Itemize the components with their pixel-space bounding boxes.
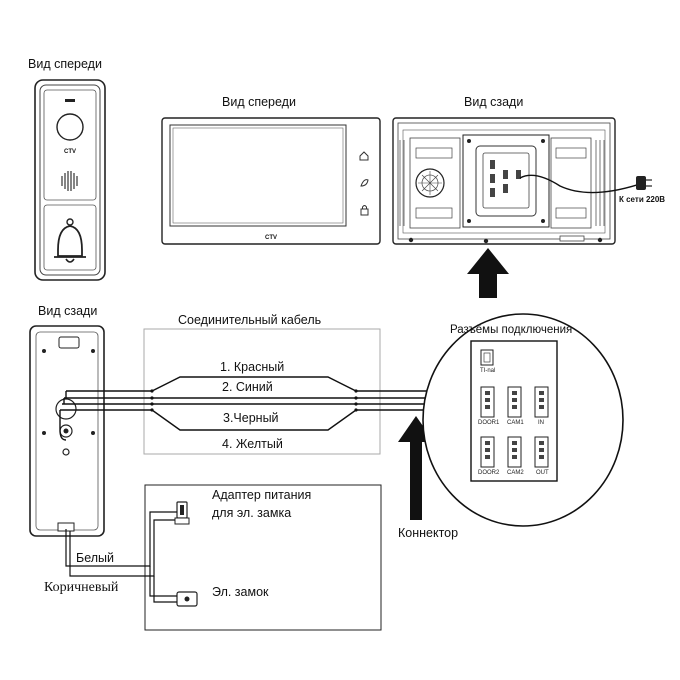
wire-label-1: 1. Красный xyxy=(218,360,287,374)
house-icon[interactable] xyxy=(359,151,369,161)
speaker-grille-icon xyxy=(61,171,78,191)
door-panel-rear xyxy=(29,325,105,537)
white-wire-label: Белый xyxy=(76,551,115,565)
brown-wire-label: Коричневый xyxy=(44,580,119,595)
wire-label-3: 3.Черный xyxy=(221,411,281,425)
arrow-up-icon xyxy=(467,248,509,298)
adapter-label-line2: для эл. замка xyxy=(212,506,292,520)
port-tamper-label: TI-nal xyxy=(480,368,496,374)
lock-icon[interactable] xyxy=(360,205,369,216)
port-cam2-label: CAM2 xyxy=(507,470,524,476)
port-cam1-label: CAM1 xyxy=(507,420,524,426)
monitor-rear xyxy=(392,117,652,245)
cable-wires xyxy=(59,376,460,441)
panel-rear-label: Вид сзади xyxy=(38,304,98,318)
connector-label: Коннектор xyxy=(398,526,459,540)
bell-icon[interactable] xyxy=(54,218,86,263)
cable-title: Соединительный кабель xyxy=(178,313,322,327)
mains-label: К сети 220В xyxy=(619,195,666,204)
adapter-label-line1: Адаптер питания xyxy=(212,488,312,502)
wire-label-4: 4. Желтый xyxy=(220,437,285,451)
lock-label: Эл. замок xyxy=(212,585,269,599)
door-panel-front: CTV xyxy=(34,79,106,281)
camera-icon xyxy=(56,113,84,141)
panel-brand-logo: CTV xyxy=(64,149,76,155)
monitor-front: CTV xyxy=(161,117,381,245)
monitor-front-label: Вид спереди xyxy=(222,95,296,109)
port-out-label: OUT xyxy=(536,470,549,476)
wire-label-2: 2. Синий xyxy=(220,380,275,394)
electric-lock-icon xyxy=(176,591,198,607)
plug-icon xyxy=(636,176,652,190)
monitor-brand-logo: CTV xyxy=(265,235,277,241)
port-door1-label: DOOR1 xyxy=(478,420,500,426)
leaf-icon[interactable] xyxy=(360,179,369,187)
connectors-title: Разъёмы подключения xyxy=(450,324,573,336)
monitor-rear-label: Вид сзади xyxy=(464,95,524,109)
power-adapter-icon xyxy=(174,501,190,525)
port-in-label: IN xyxy=(538,420,544,426)
panel-front-label: Вид спереди xyxy=(28,57,102,71)
port-door2-label: DOOR2 xyxy=(478,470,500,476)
